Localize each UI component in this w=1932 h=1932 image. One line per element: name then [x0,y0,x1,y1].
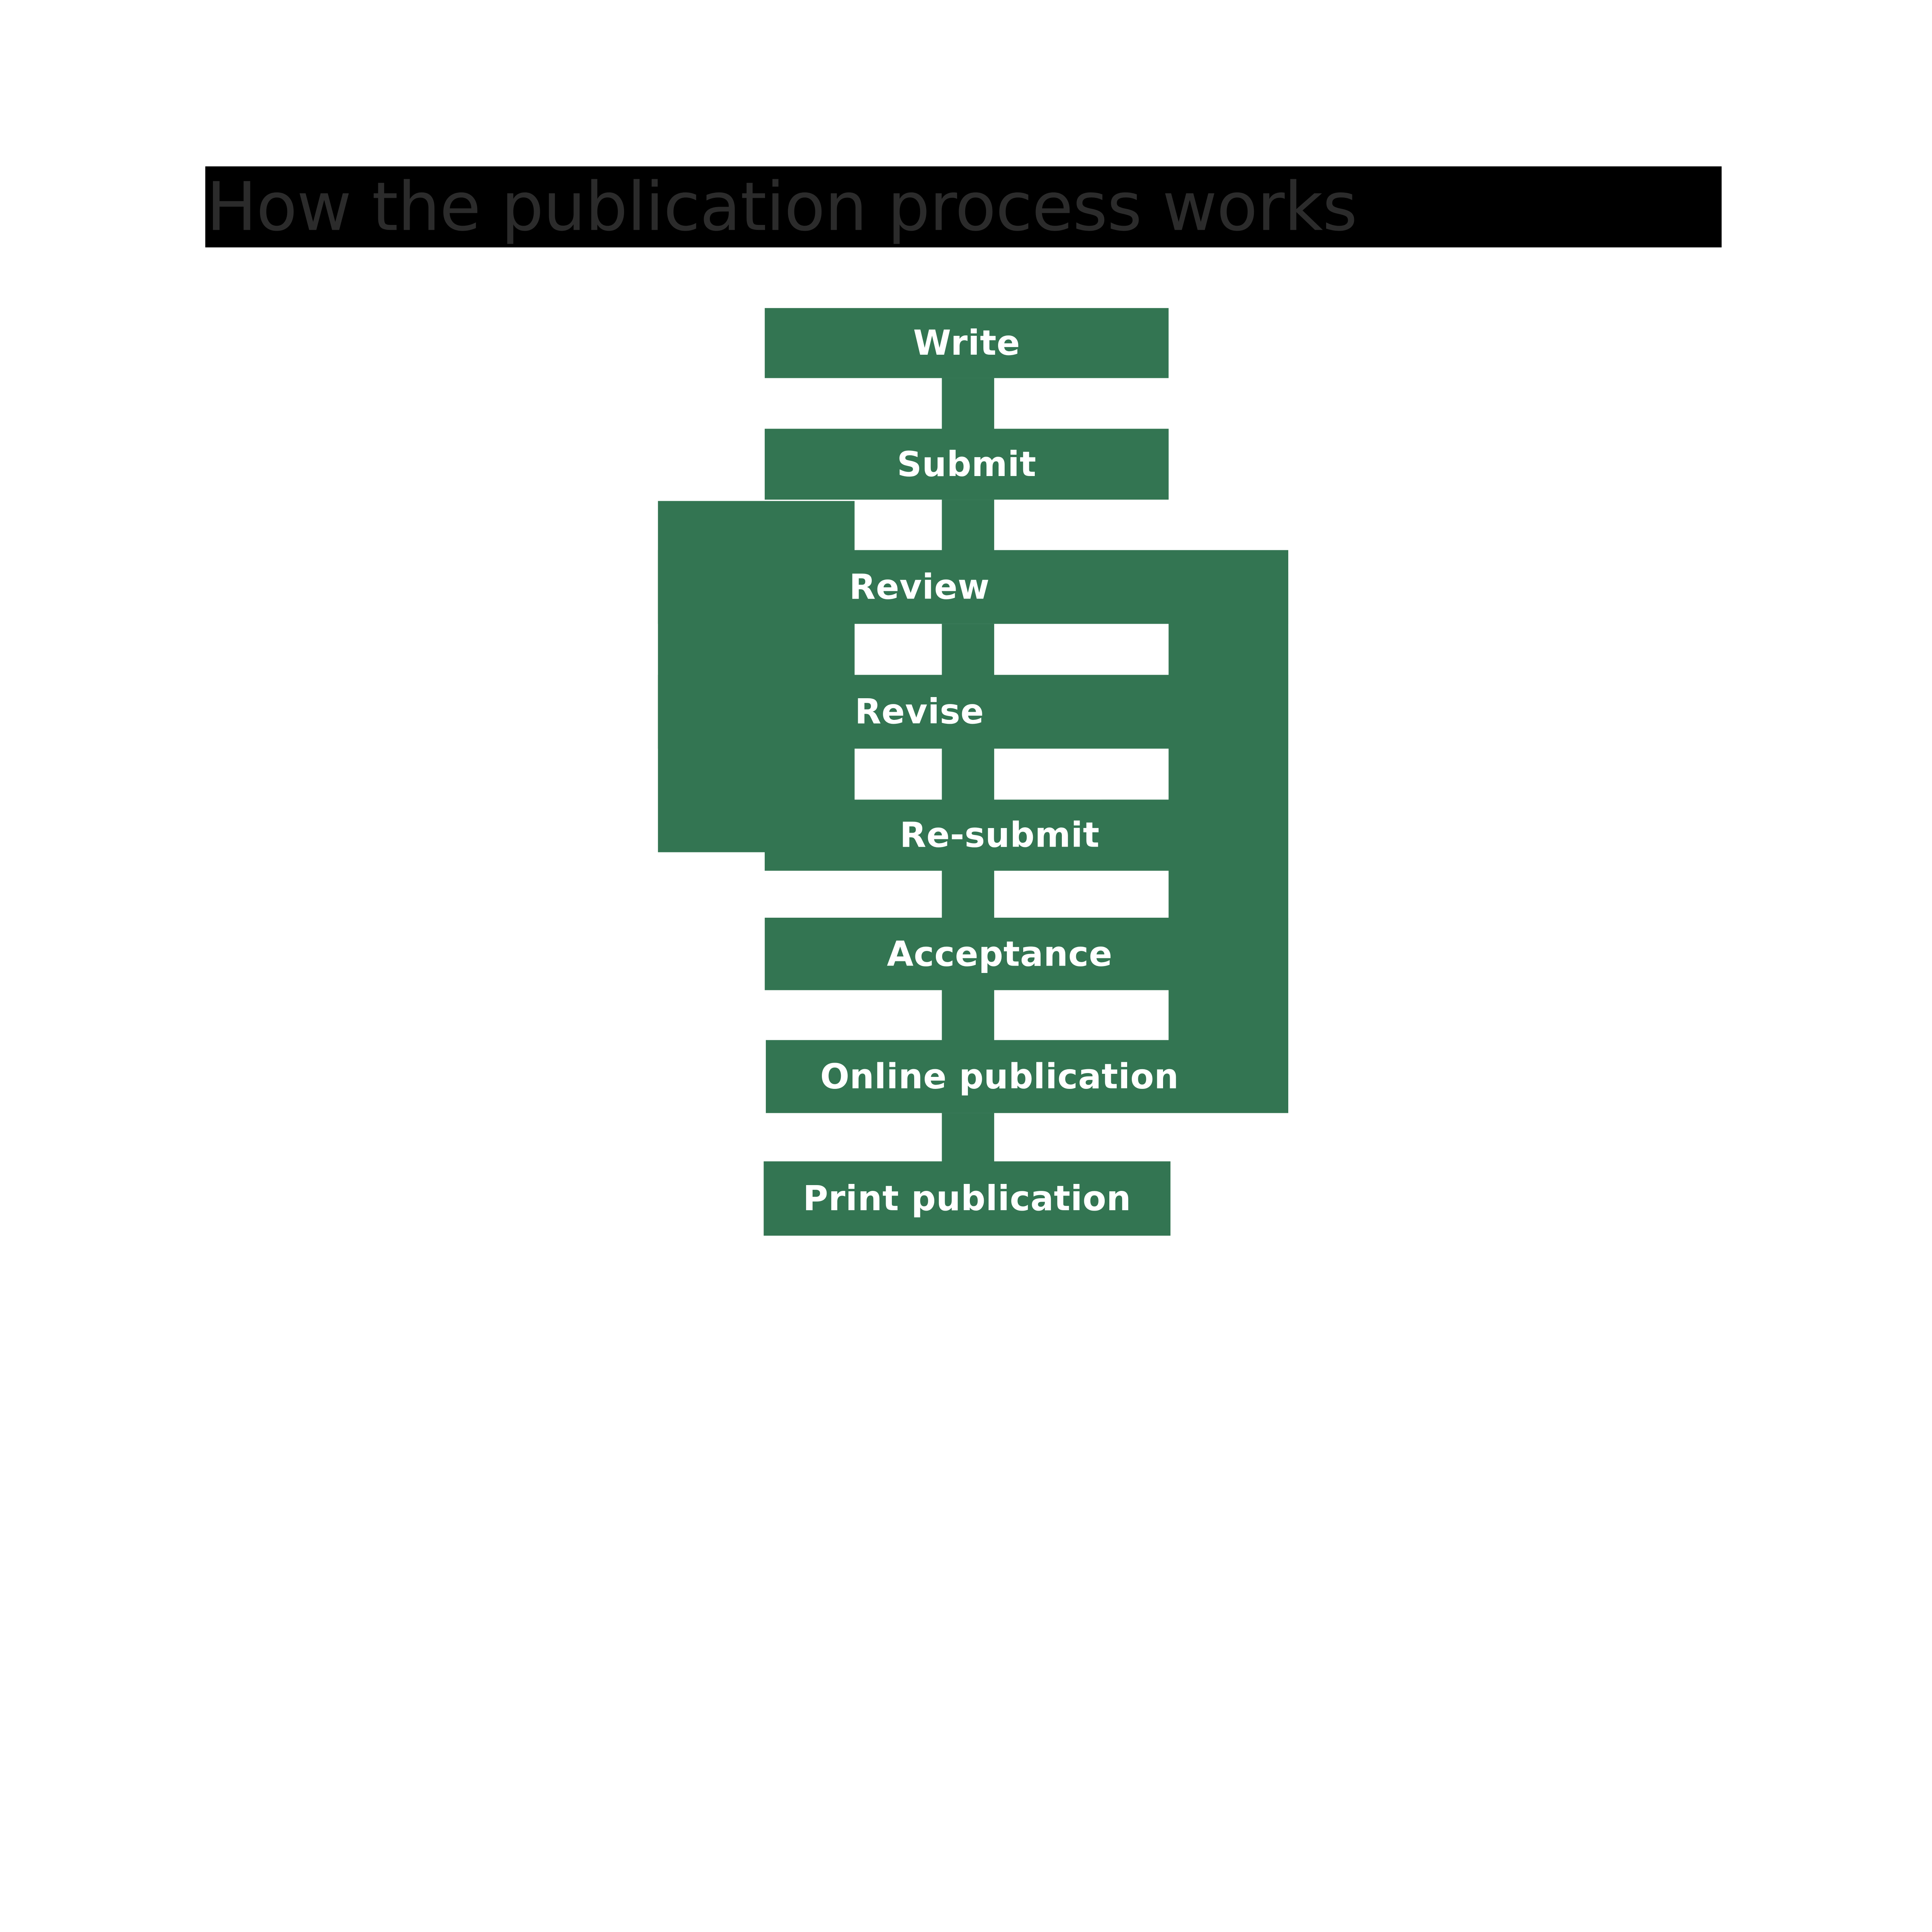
connector-write-submit [942,378,994,432]
flow-node-resubmit[interactable]: Re-submit [765,799,1289,871]
flow-node-write-label: Write [913,323,1020,363]
connector-revise-resubmit [942,748,994,803]
flow-node-resubmit-label: Re-submit [900,815,1100,855]
flow-node-online-publication-label: Online publication [820,1056,1179,1097]
gap-mask-resubmit-right [994,871,1102,922]
flow-node-review[interactable]: Review [658,550,1289,624]
connector-review-revise [942,624,994,678]
flow-node-submit-label: Submit [897,444,1037,485]
gap-mask-acceptance-left [765,990,942,1043]
flow-node-acceptance[interactable]: Acceptance [765,918,1289,990]
gap-mask-revise-right [994,748,1102,800]
gap-mask-resubmit-left [765,871,942,922]
gap-mask-online-left [765,1113,942,1164]
gap-mask-revise-left [854,748,942,800]
flow-node-print-publication-label: Print publication [803,1179,1131,1219]
flow-node-submit[interactable]: Submit [765,429,1169,500]
flow-node-online-publication[interactable]: Online publication [765,1040,1289,1113]
page-title: How the publication process works [206,168,1357,246]
title-background-bar [205,166,1722,248]
connector-online-print [942,1113,994,1164]
gap-mask-online-right [994,1113,1172,1164]
flow-node-revise[interactable]: Revise [658,675,1289,749]
gap-mask-review-right [994,624,1102,675]
publication-process-flowchart: Write Submit Review Revise Re-submit Acc… [658,308,1289,1236]
flow-node-acceptance-label: Acceptance [887,934,1113,974]
flow-node-write[interactable]: Write [765,308,1169,378]
flow-node-print-publication[interactable]: Print publication [764,1161,1171,1236]
slide-canvas: How the publication process works Write … [205,166,1722,1236]
flow-node-revise-label: Revise [855,692,984,732]
gap-mask-submit-right [994,500,1169,553]
connector-acceptance-online [942,990,994,1043]
gap-mask-acceptance-right [994,990,1102,1043]
gap-mask-review-left [854,624,942,675]
gap-mask-submit-left [854,500,942,553]
connector-submit-review [942,500,994,553]
flow-node-review-label: Review [849,567,990,607]
connector-resubmit-acceptance [942,871,994,922]
